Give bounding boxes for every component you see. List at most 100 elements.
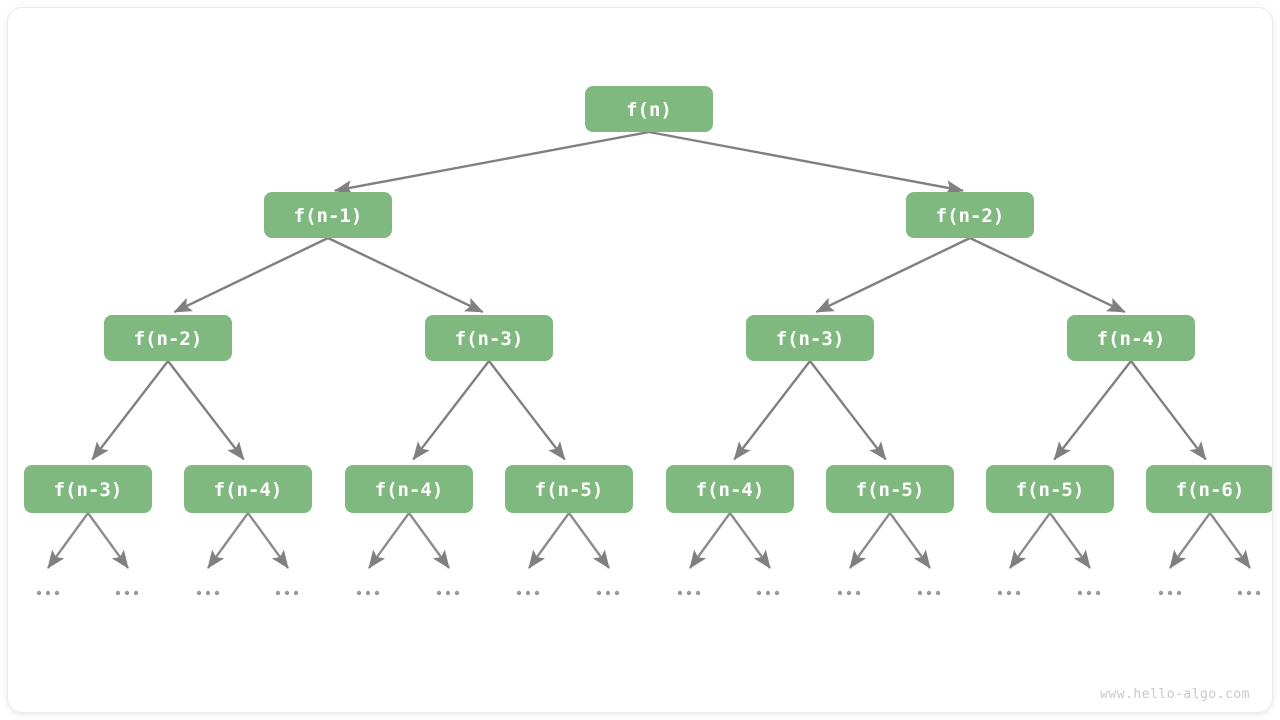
leaf-edge — [689, 512, 731, 569]
ellipsis-marker — [837, 590, 861, 596]
leaf-edge — [1049, 512, 1091, 569]
node-label: f(n-2) — [134, 328, 203, 350]
tree-node[interactable]: f(n-4) — [1067, 315, 1195, 361]
leaf-edge — [568, 512, 610, 569]
ellipsis-marker — [1237, 590, 1261, 596]
ellipsis-dot — [1077, 590, 1083, 596]
recursion-tree-svg: f(n) f(n-1) f(n-2) f(n-2) f(n-3) f(n-3) f(n-4)… — [24, 86, 1272, 702]
tree-node[interactable]: f(n-2) — [906, 192, 1034, 238]
tree-node[interactable]: f(n-5) — [505, 465, 633, 513]
ellipsis-dot — [54, 590, 60, 596]
ellipsis-dot — [365, 590, 371, 596]
leaf-edge — [889, 512, 931, 569]
ellipsis-dot — [677, 590, 683, 596]
leaf-edges-layer — [47, 512, 1251, 569]
ellipsis-dot — [356, 590, 362, 596]
tree-node[interactable]: f(n-3) — [24, 465, 152, 513]
tree-edge — [809, 360, 887, 461]
node-box — [585, 86, 713, 132]
ellipsis-dot — [525, 590, 531, 596]
ellipsis-dot — [596, 590, 602, 596]
edges-layer — [91, 130, 1207, 461]
ellipsis-dot — [133, 590, 139, 596]
tree-node[interactable]: f(n-3) — [746, 315, 874, 361]
tree-node[interactable]: f(n) — [585, 86, 713, 132]
ellipsis-dot — [45, 590, 51, 596]
ellipsis-dot — [846, 590, 852, 596]
node-box — [505, 465, 633, 513]
node-label: f(n-6) — [1176, 479, 1245, 501]
tree-edge — [815, 236, 971, 314]
node-label: f(n) — [626, 99, 672, 121]
node-label: f(n-3) — [54, 479, 123, 501]
ellipsis-dot — [36, 590, 42, 596]
tree-edge — [167, 360, 245, 461]
ellipsis-marker — [1158, 590, 1182, 596]
ellipsis-marker — [356, 590, 380, 596]
node-label: f(n-4) — [696, 479, 765, 501]
tree-node[interactable]: f(n-3) — [425, 315, 553, 361]
ellipsis-dot — [837, 590, 843, 596]
leaf-edge — [729, 512, 771, 569]
node-label: f(n-5) — [535, 479, 604, 501]
tree-edge — [173, 236, 329, 314]
ellipsis-dot — [926, 590, 932, 596]
node-box — [104, 315, 232, 361]
tree-node[interactable]: f(n-2) — [104, 315, 232, 361]
ellipsis-dot — [284, 590, 290, 596]
ellipsis-dot — [1237, 590, 1243, 596]
node-box — [1067, 315, 1195, 361]
node-label: f(n-4) — [1097, 328, 1166, 350]
node-box — [345, 465, 473, 513]
ellipsis-row — [36, 590, 1261, 596]
ellipsis-dot — [534, 590, 540, 596]
tree-node[interactable]: f(n-4) — [184, 465, 312, 513]
ellipsis-marker — [596, 590, 620, 596]
ellipsis-dot — [1006, 590, 1012, 596]
ellipsis-dot — [1246, 590, 1252, 596]
ellipsis-dot — [686, 590, 692, 596]
leaf-edge — [368, 512, 410, 569]
node-box — [826, 465, 954, 513]
tree-node[interactable]: f(n-6) — [1146, 465, 1272, 513]
tree-node[interactable]: f(n-5) — [826, 465, 954, 513]
ellipsis-dot — [605, 590, 611, 596]
leaf-edge — [849, 512, 891, 569]
tree-edge — [1053, 360, 1132, 461]
ellipsis-dot — [1086, 590, 1092, 596]
ellipsis-dot — [997, 590, 1003, 596]
node-label: f(n-1) — [294, 205, 363, 227]
tree-edge — [412, 360, 490, 461]
tree-edge — [333, 130, 650, 195]
tree-node[interactable]: f(n-5) — [986, 465, 1114, 513]
ellipsis-dot — [935, 590, 941, 596]
ellipsis-dot — [1095, 590, 1101, 596]
node-label: f(n-2) — [936, 205, 1005, 227]
ellipsis-dot — [1255, 590, 1261, 596]
tree-node[interactable]: f(n-4) — [666, 465, 794, 513]
ellipsis-dot — [454, 590, 460, 596]
node-box — [425, 315, 553, 361]
ellipsis-dot — [436, 590, 442, 596]
node-box — [986, 465, 1114, 513]
leaf-edge — [1209, 512, 1251, 569]
tree-edge — [648, 130, 965, 195]
tree-edge — [969, 236, 1126, 314]
node-box — [264, 192, 392, 238]
tree-edge — [327, 236, 484, 314]
ellipsis-marker — [756, 590, 780, 596]
node-box — [906, 192, 1034, 238]
leaf-edge — [87, 512, 129, 569]
node-label: f(n-3) — [776, 328, 845, 350]
node-box — [184, 465, 312, 513]
ellipsis-dot — [275, 590, 281, 596]
tree-edge — [488, 360, 566, 461]
tree-node[interactable]: f(n-1) — [264, 192, 392, 238]
tree-node[interactable]: f(n-4) — [345, 465, 473, 513]
ellipsis-marker — [997, 590, 1021, 596]
watermark-text: www.hello-algo.com — [1100, 687, 1250, 702]
ellipsis-dot — [196, 590, 202, 596]
leaf-edge — [207, 512, 249, 569]
ellipsis-dot — [293, 590, 299, 596]
ellipsis-marker — [436, 590, 460, 596]
